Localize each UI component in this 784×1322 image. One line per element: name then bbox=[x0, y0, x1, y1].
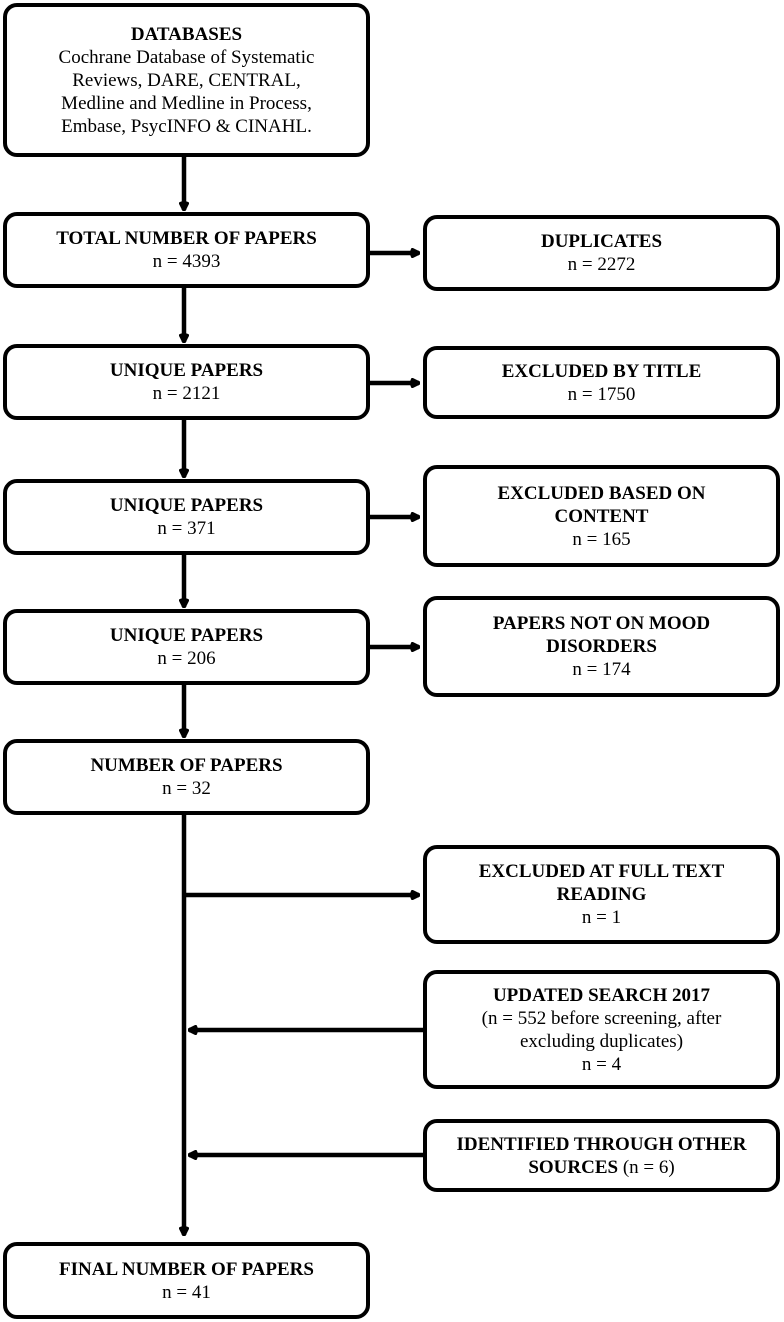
number-papers-count: n = 32 bbox=[162, 778, 211, 799]
not-mood-title-1: PAPERS NOT ON MOOD bbox=[492, 613, 711, 634]
updated-search-count: n = 4 bbox=[581, 1053, 622, 1075]
unique-papers-3-title: UNIQUE PAPERS bbox=[109, 625, 264, 646]
other-sources-title-2-row: SOURCES (n = 6) bbox=[528, 1156, 674, 1179]
duplicates-title: DUPLICATES bbox=[540, 231, 663, 252]
unique-papers-2-count: n = 371 bbox=[157, 518, 216, 539]
full-text-title-2: READING bbox=[556, 884, 647, 905]
full-text-box: EXCLUDED AT FULL TEXT READING n = 1 bbox=[423, 845, 780, 944]
duplicates-count: n = 2272 bbox=[567, 254, 636, 275]
not-mood-box: PAPERS NOT ON MOOD DISORDERS n = 174 bbox=[423, 596, 780, 697]
excluded-content-title-1: EXCLUDED BASED ON bbox=[497, 482, 706, 504]
total-papers-count: n = 4393 bbox=[152, 251, 221, 272]
unique-papers-2-title: UNIQUE PAPERS bbox=[109, 495, 264, 516]
unique-papers-3-box: UNIQUE PAPERS n = 206 bbox=[3, 609, 370, 685]
final-papers-title: FINAL NUMBER OF PAPERS bbox=[59, 1258, 314, 1280]
number-papers-box: NUMBER OF PAPERS n = 32 bbox=[3, 739, 370, 815]
full-text-count: n = 1 bbox=[581, 907, 622, 928]
unique-papers-2-box: UNIQUE PAPERS n = 371 bbox=[3, 479, 370, 555]
not-mood-title-2: DISORDERS bbox=[546, 636, 657, 657]
other-sources-title-1: IDENTIFIED THROUGH OTHER bbox=[456, 1133, 747, 1155]
databases-line-2: Reviews, DARE, CENTRAL, bbox=[72, 69, 301, 91]
updated-search-title: UPDATED SEARCH 2017 bbox=[492, 984, 711, 1006]
final-papers-count: n = 41 bbox=[162, 1281, 211, 1303]
total-papers-title: TOTAL NUMBER OF PAPERS bbox=[56, 228, 317, 249]
excluded-content-count: n = 165 bbox=[572, 528, 631, 550]
excluded-content-title-2: CONTENT bbox=[554, 505, 649, 527]
unique-papers-1-box: UNIQUE PAPERS n = 2121 bbox=[3, 344, 370, 420]
databases-line-3: Medline and Medline in Process, bbox=[61, 92, 312, 114]
databases-line-1: Cochrane Database of Systematic bbox=[58, 46, 315, 68]
other-sources-count: (n = 6) bbox=[622, 1156, 675, 1178]
full-text-title-1: EXCLUDED AT FULL TEXT bbox=[478, 861, 725, 882]
updated-search-box: UPDATED SEARCH 2017 (n = 552 before scre… bbox=[423, 970, 780, 1089]
number-papers-title: NUMBER OF PAPERS bbox=[90, 755, 283, 776]
unique-papers-3-count: n = 206 bbox=[157, 648, 216, 669]
excluded-by-title-title: EXCLUDED BY TITLE bbox=[501, 360, 702, 382]
excluded-by-title-count: n = 1750 bbox=[567, 383, 636, 405]
unique-papers-1-title: UNIQUE PAPERS bbox=[109, 360, 264, 381]
updated-search-line-1: (n = 552 before screening, after bbox=[481, 1007, 722, 1029]
unique-papers-1-count: n = 2121 bbox=[152, 383, 221, 404]
total-papers-box: TOTAL NUMBER OF PAPERS n = 4393 bbox=[3, 212, 370, 288]
final-papers-box: FINAL NUMBER OF PAPERS n = 41 bbox=[3, 1242, 370, 1319]
databases-line-4: Embase, PsycINFO & CINAHL. bbox=[61, 115, 312, 137]
excluded-by-title-box: EXCLUDED BY TITLE n = 1750 bbox=[423, 346, 780, 419]
excluded-content-box: EXCLUDED BASED ON CONTENT n = 165 bbox=[423, 465, 780, 567]
updated-search-line-2: excluding duplicates) bbox=[519, 1030, 684, 1052]
other-sources-title-2: SOURCES bbox=[528, 1156, 619, 1178]
databases-title: DATABASES bbox=[130, 23, 243, 45]
other-sources-box: IDENTIFIED THROUGH OTHER SOURCES (n = 6) bbox=[423, 1119, 780, 1192]
duplicates-box: DUPLICATES n = 2272 bbox=[423, 215, 780, 291]
not-mood-count: n = 174 bbox=[572, 659, 631, 680]
databases-box: DATABASES Cochrane Database of Systemati… bbox=[3, 3, 370, 157]
